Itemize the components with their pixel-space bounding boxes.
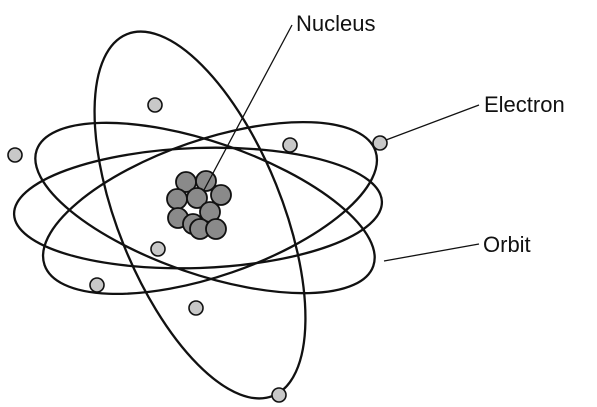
nucleon: [210, 184, 232, 206]
nucleon: [205, 218, 227, 240]
electron-label: Electron: [484, 92, 565, 117]
nucleon: [166, 188, 188, 210]
nucleus-leader-line: [203, 24, 293, 191]
leader-lines: [203, 24, 480, 262]
orbit-tilt-down: [34, 121, 376, 295]
electron: [89, 277, 105, 293]
electron: [271, 387, 287, 403]
electron: [7, 147, 23, 163]
electron: [188, 300, 204, 316]
electron-leader-line: [385, 104, 480, 141]
electron: [282, 137, 298, 153]
orbit-tilt-up: [41, 120, 379, 296]
orbit-leader-line: [383, 243, 480, 262]
orbit-label: Orbit: [483, 232, 531, 257]
nucleus-label: Nucleus: [296, 11, 375, 36]
electron: [150, 241, 166, 257]
nucleon: [186, 187, 208, 209]
nucleus: [166, 170, 232, 240]
electron: [147, 97, 163, 113]
orbit-flat-wide: [12, 146, 384, 270]
labels: Nucleus Electron Orbit: [296, 11, 565, 257]
electron-labeled: [372, 135, 388, 151]
electrons: [7, 97, 388, 403]
